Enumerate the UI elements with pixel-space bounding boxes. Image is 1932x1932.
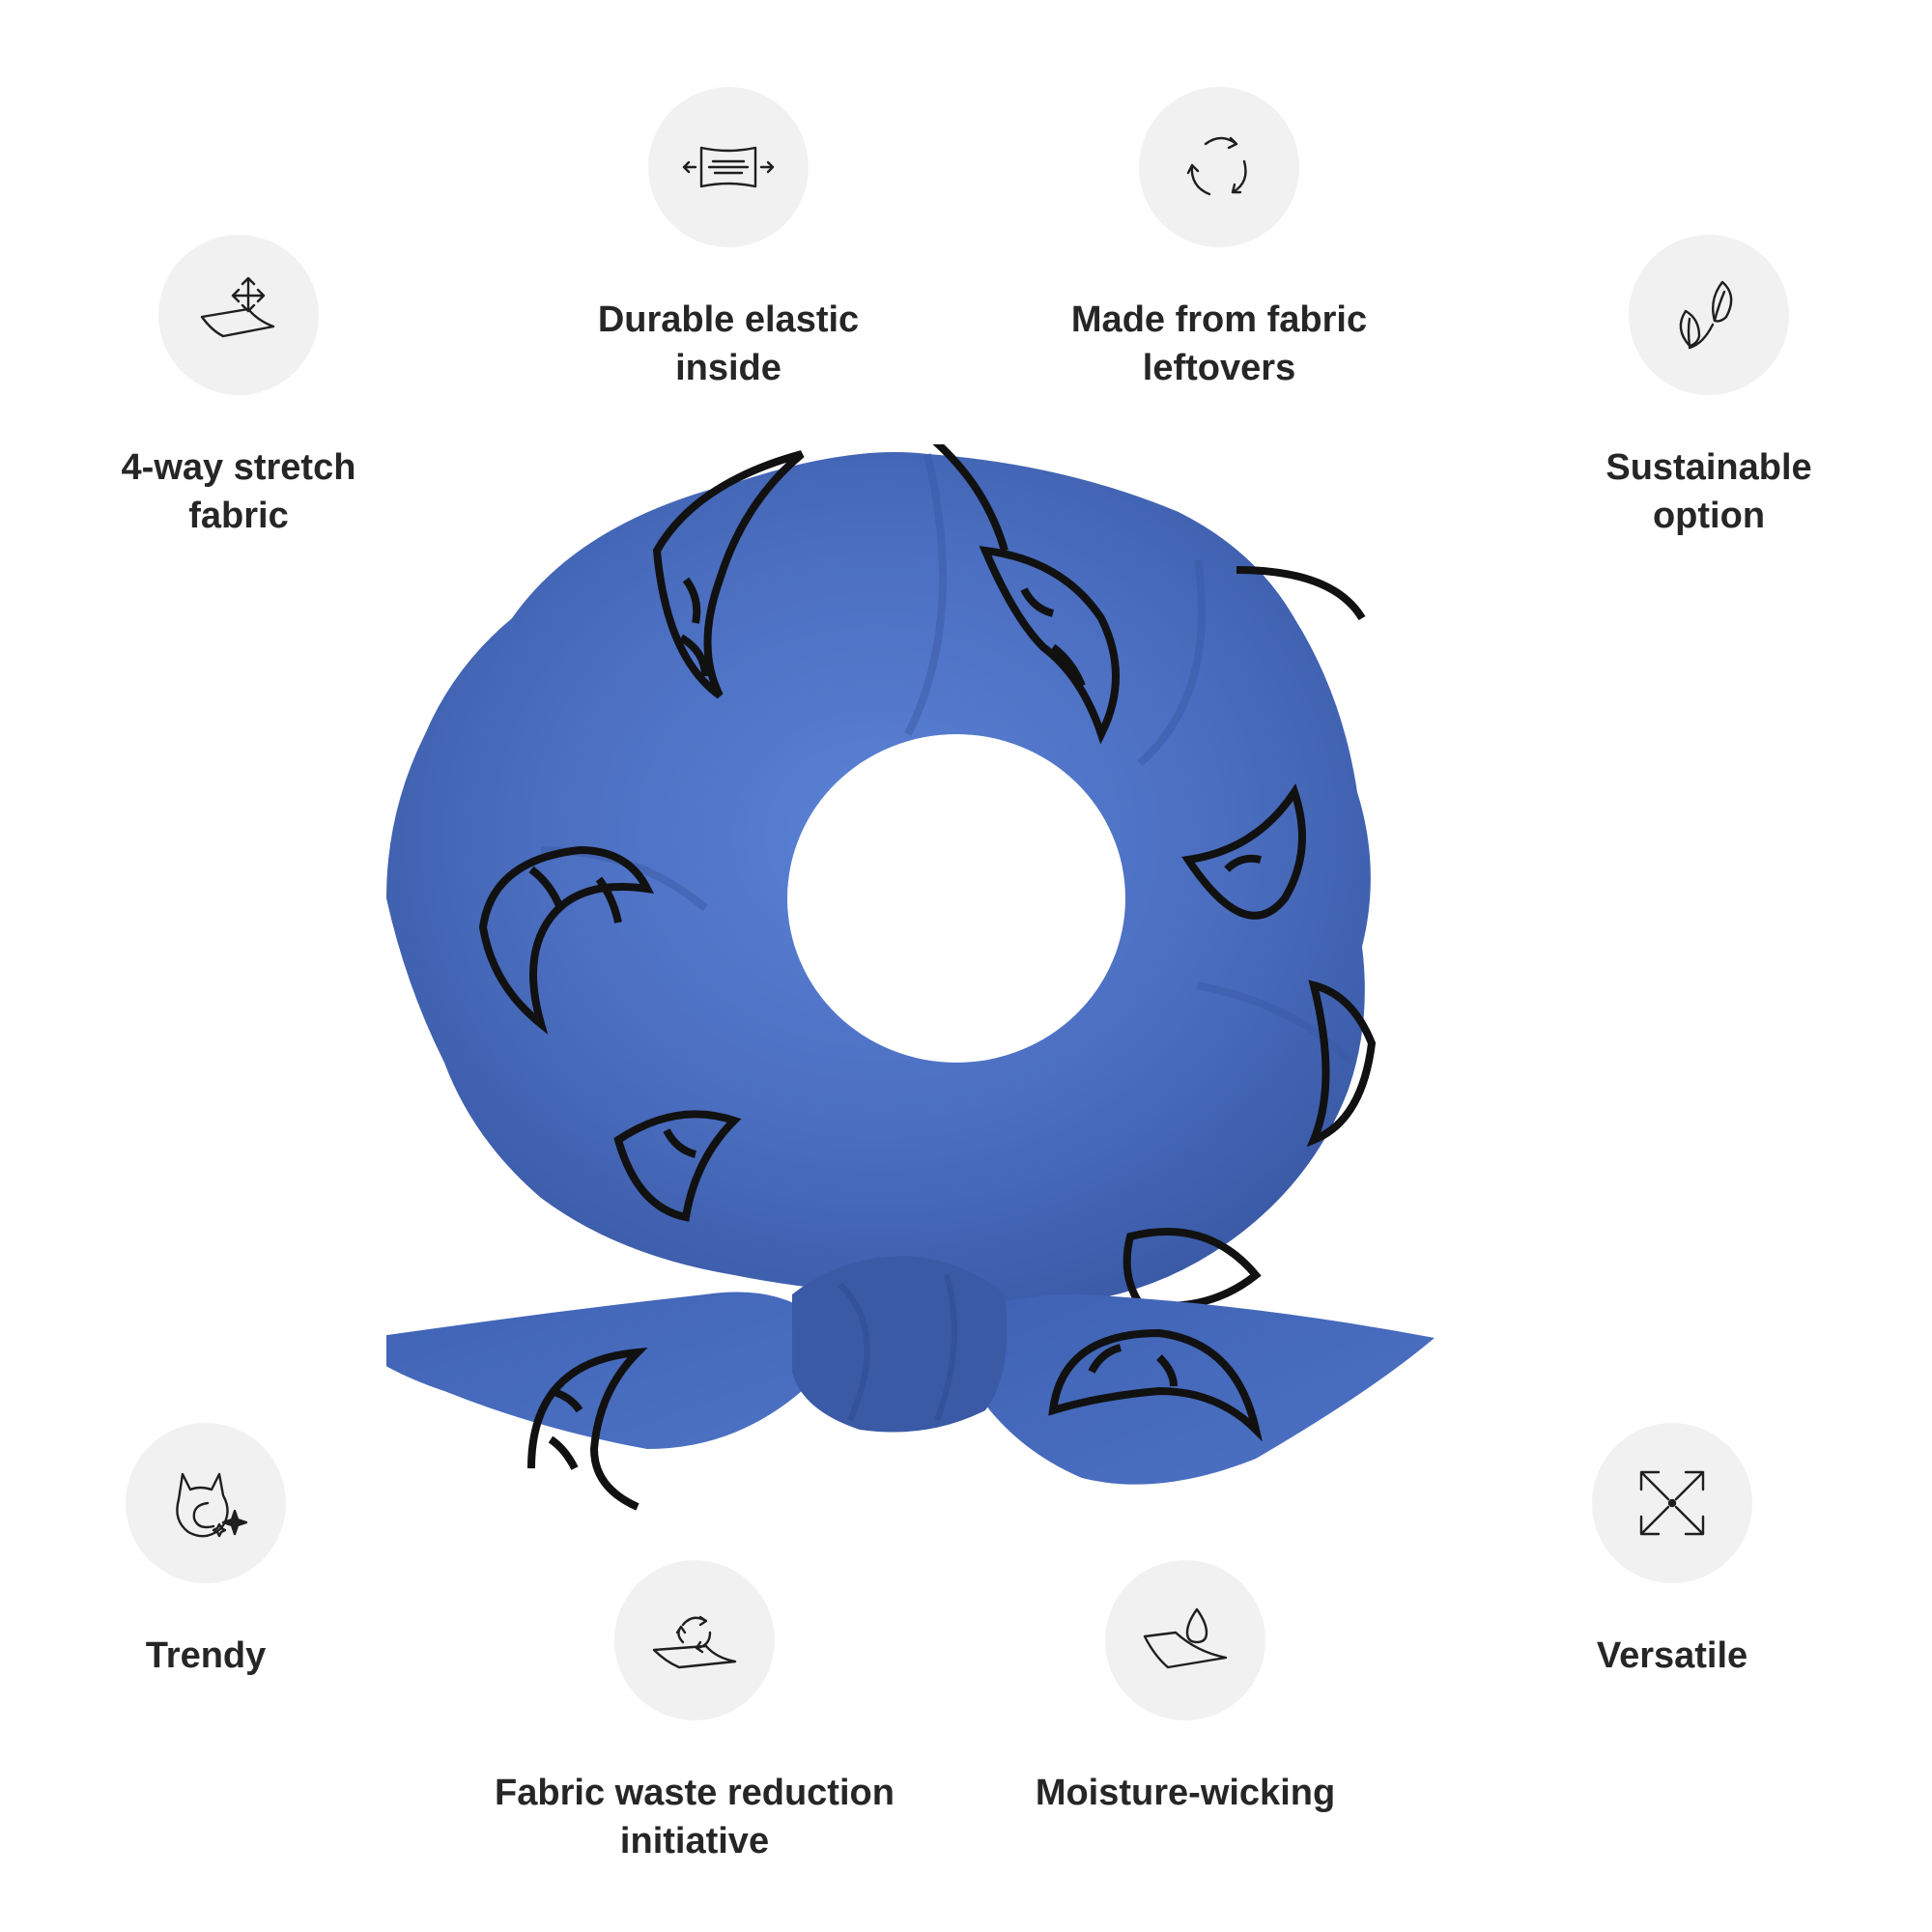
feature-label: Durable elastic inside (597, 299, 860, 388)
scrunchie-image (386, 444, 1435, 1511)
feature-sustainable: Sustainable option (1496, 235, 1921, 540)
feature-label: Fabric waste reduction initiative (495, 1773, 895, 1861)
feature-label: Moisture-wicking (1035, 1773, 1336, 1813)
feature-label: Made from fabric leftovers (1070, 299, 1368, 388)
recycle-fabric-icon (614, 1560, 775, 1720)
elastic-band-icon (648, 87, 809, 247)
water-drop-icon (1105, 1560, 1265, 1720)
cat-moon-icon (126, 1423, 286, 1583)
feature-label: Versatile (1596, 1635, 1748, 1676)
feature-label: Sustainable option (1605, 447, 1812, 536)
feature-fabric-leftovers: Made from fabric leftovers (1007, 87, 1432, 392)
recycle-icon (1139, 87, 1299, 247)
feature-moisture-wicking: Moisture-wicking (973, 1560, 1398, 1817)
feature-label: 4-way stretch fabric (121, 447, 356, 536)
feature-waste-reduction: Fabric waste reduction initiative (482, 1560, 907, 1865)
expand-arrows-icon (1592, 1423, 1752, 1583)
leaves-icon (1629, 235, 1789, 395)
feature-four-way-stretch: 4-way stretch fabric (26, 235, 451, 540)
feature-versatile: Versatile (1460, 1423, 1885, 1680)
feature-trendy: Trendy (0, 1423, 418, 1680)
stretch-fabric-icon (158, 235, 319, 395)
feature-durable-elastic: Durable elastic inside (516, 87, 941, 392)
feature-label: Trendy (145, 1635, 267, 1676)
